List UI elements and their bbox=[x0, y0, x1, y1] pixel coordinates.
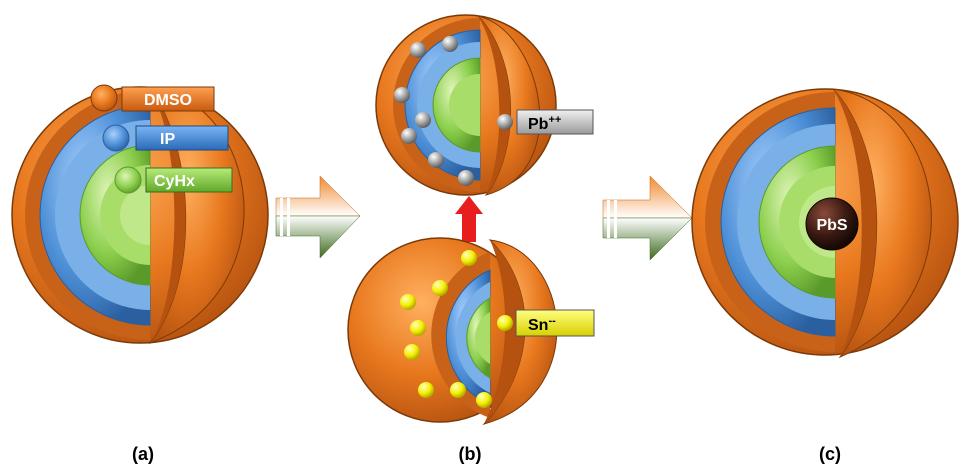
pbs-core: PbS bbox=[805, 197, 859, 251]
pb-tag: Pb++ bbox=[497, 109, 594, 135]
pb-ion-dot bbox=[442, 36, 458, 52]
sn-ion-dot bbox=[432, 280, 448, 296]
micelle-b-bottom bbox=[347, 237, 558, 425]
dmso-label: DMSO bbox=[144, 92, 192, 109]
caption-b: (b) bbox=[459, 444, 482, 464]
sn-ion-dot bbox=[404, 344, 420, 360]
pb-ion-dot bbox=[428, 152, 444, 168]
ip-label: IP bbox=[160, 131, 175, 148]
sn-ion-label: Sn-- bbox=[528, 315, 556, 334]
micelle-a bbox=[11, 86, 269, 345]
micelle-b-top bbox=[375, 14, 557, 196]
pb-ion-dot bbox=[401, 128, 417, 144]
arrow-right-2 bbox=[602, 175, 693, 261]
cyhx-label: CyHx bbox=[154, 173, 195, 190]
sn-ion-dot bbox=[476, 392, 492, 408]
sn-ion-dot bbox=[450, 382, 466, 398]
ip-tag: IP bbox=[102, 124, 229, 152]
caption-c: (c) bbox=[819, 444, 841, 464]
pb-ion-dot bbox=[415, 112, 431, 128]
sn-ion-dot bbox=[418, 382, 434, 398]
pb-ion-dot bbox=[394, 87, 410, 103]
arrow-up-red bbox=[455, 196, 483, 242]
cyhx-tag: CyHx bbox=[114, 166, 233, 194]
sn-ion-dot bbox=[410, 320, 426, 336]
sn-tag: Sn-- bbox=[497, 309, 595, 337]
pb-ion-dot bbox=[458, 170, 474, 186]
pb-ion-dot bbox=[410, 42, 426, 58]
caption-a: (a) bbox=[132, 444, 154, 464]
dmso-tag: DMSO bbox=[90, 84, 215, 112]
sn-ion-dot bbox=[400, 294, 416, 310]
pbs-label: PbS bbox=[816, 217, 847, 234]
arrow-right-1 bbox=[275, 175, 361, 259]
sn-ion-dot bbox=[461, 250, 477, 266]
pb-ion-label: Pb++ bbox=[528, 114, 561, 133]
